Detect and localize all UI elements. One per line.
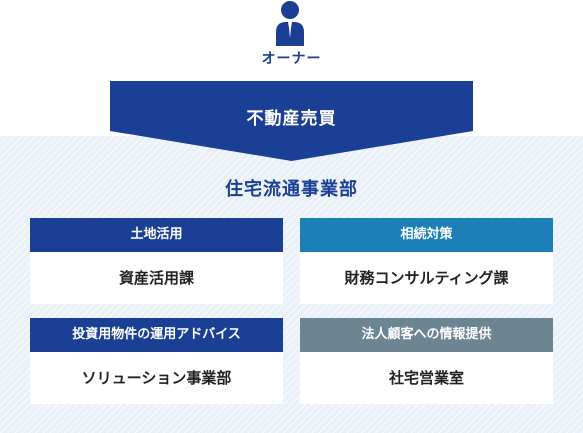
card-body: 社宅営業室 — [388, 369, 464, 387]
owner-label: オーナー — [261, 51, 322, 67]
card-body: 財務コンサルティング課 — [344, 269, 509, 287]
card-header: 投資用物件の運用アドバイス — [30, 318, 283, 352]
card-body: 資産活用課 — [118, 269, 194, 287]
card-header: 法人顧客への情報提供 — [300, 318, 553, 352]
card-body: ソリューション事業部 — [81, 369, 232, 387]
flow-label: 不動産売買 — [246, 109, 337, 129]
service-card-investment: 投資用物件の運用アドバイス ソリューション事業部 — [30, 318, 283, 404]
service-card-inheritance: 相続対策 財務コンサルティング課 — [300, 218, 553, 304]
flow-arrow — [110, 81, 473, 161]
service-card-corporate: 法人顧客への情報提供 社宅営業室 — [300, 318, 553, 404]
card-header: 相続対策 — [300, 218, 553, 252]
person-icon — [276, 1, 304, 46]
card-header: 土地活用 — [30, 218, 283, 252]
department-title: 住宅流通事業部 — [225, 179, 358, 200]
service-card-land-use: 土地活用 資産活用課 — [30, 218, 283, 304]
